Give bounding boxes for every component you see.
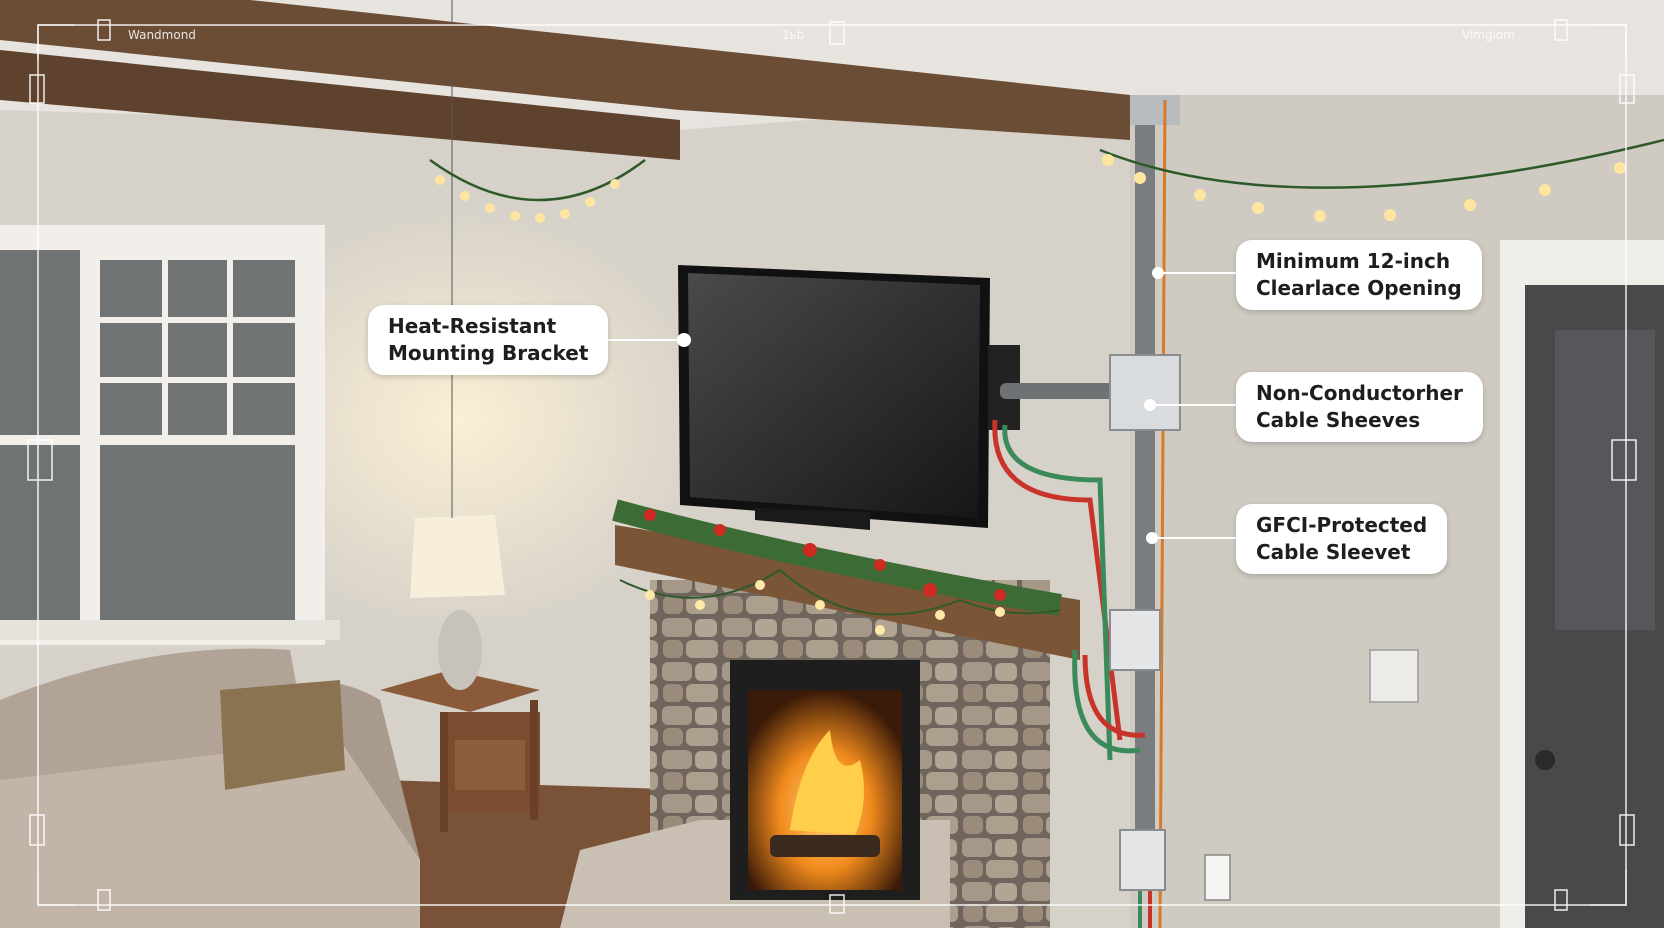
hud-frame — [27, 19, 1637, 914]
mantel — [615, 525, 1080, 660]
table-lamp — [410, 0, 505, 690]
mounting-bracket — [988, 345, 1128, 430]
light-switch — [1369, 649, 1419, 703]
callout-cable-sleeves: Non-Conductorher Cable Sheeves — [1236, 372, 1483, 442]
callout-sleeves-line1: Non-Conductorher — [1256, 381, 1463, 405]
red-cable — [992, 419, 1123, 741]
door — [1500, 240, 1664, 928]
ceiling-junction-box — [1130, 95, 1180, 125]
ceiling-beam — [0, 0, 1130, 140]
green-cable — [1002, 424, 1113, 761]
string-lights-left-wire — [429, 158, 646, 202]
callout-leaders — [588, 267, 1236, 544]
red-cable-loop — [1082, 654, 1146, 738]
callout-mounting-bracket-line1: Heat-Resistant — [388, 314, 557, 338]
orange-wire — [1158, 99, 1167, 928]
callout-clearance-line1: Minimum 12-inch — [1256, 249, 1451, 273]
window — [0, 225, 340, 645]
callout-gfci-line2: Cable Sleevet — [1256, 540, 1411, 564]
garland — [612, 499, 1062, 616]
string-lights-right — [1102, 154, 1626, 222]
callout-mounting-bracket: Heat-Resistant Mounting Bracket — [368, 305, 609, 375]
ceiling-beam-2 — [0, 50, 680, 160]
string-lights-right-wire — [1099, 138, 1664, 189]
wall-outlet — [1204, 854, 1231, 901]
hud-label-top-left: Wandmond — [128, 28, 196, 42]
callout-mounting-bracket-line2: Mounting Bracket — [388, 341, 589, 365]
hud-label-top-right: Vimgiom — [1462, 28, 1515, 42]
callout-sleeves-line2: Cable Sheeves — [1256, 408, 1421, 432]
gfci-outlet — [1109, 609, 1161, 671]
flame — [790, 730, 864, 835]
callout-clearance-opening: Minimum 12-inch Clearlace Opening — [1236, 240, 1482, 310]
logs — [770, 835, 880, 857]
lower-outlet — [1119, 829, 1166, 891]
string-lights-left — [435, 175, 620, 223]
sofa — [0, 648, 420, 928]
garland-berries — [644, 509, 1006, 601]
television — [678, 265, 990, 530]
callout-gfci-sleeve: GFCI-Protected Cable Sleevet — [1236, 504, 1448, 574]
callout-clearance-line2: Clearlace Opening — [1256, 276, 1462, 300]
junction-box — [1109, 354, 1181, 431]
callout-gfci-line1: GFCI-Protected — [1256, 513, 1428, 537]
side-table — [380, 670, 540, 832]
mantel-lights — [645, 580, 1005, 635]
green-cable-loop — [1072, 649, 1141, 754]
hud-label-top-center: 1ьb — [782, 28, 805, 42]
conduit — [1135, 100, 1155, 860]
